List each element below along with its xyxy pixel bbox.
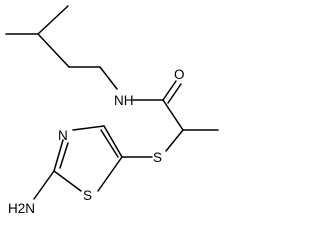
atom-label-ring-sulfur: S (83, 188, 92, 203)
bond-c2-s1 (53, 170, 82, 192)
bond-c4-n3 (72, 125, 105, 131)
bond-n3-c2-double (59, 142, 69, 169)
bond-c2-amine (33, 170, 55, 200)
atom-label-thioether-sulfur: S (153, 150, 162, 165)
bond-n3-c2 (53, 139, 64, 172)
atom-label-ring-nitrogen: N (58, 128, 68, 143)
molecule-structure-diagram: NH O S N S H2N (5, 5, 219, 216)
bond-c5-c4 (103, 125, 123, 158)
bond-c5-c4-double (100, 129, 119, 158)
atom-label-oxygen: O (174, 67, 185, 82)
bond-carbonyl-alpha (162, 99, 184, 131)
atom-label-nh: NH (114, 93, 134, 108)
bond-methyl-branch-b (37, 5, 69, 35)
bond-alpha-s (165, 129, 184, 152)
bond-carbonyl-o-2 (167, 83, 182, 104)
bond-ch2-nh (99, 66, 118, 90)
bond-ch-ch2 (37, 33, 70, 68)
bond-s1-c5 (97, 156, 123, 192)
atom-label-amine: H2N (8, 201, 35, 216)
bond-carbonyl-o-1 (162, 80, 177, 101)
